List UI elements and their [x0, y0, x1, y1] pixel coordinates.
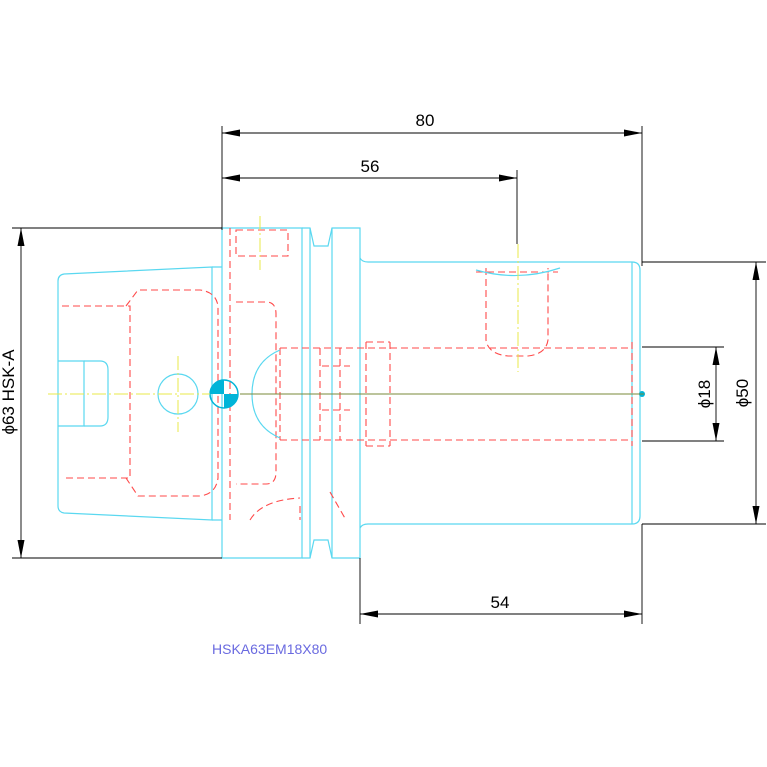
dim-neck-length: 56 [361, 157, 380, 176]
datum-symbol [209, 379, 239, 409]
dimension-lines [12, 126, 766, 624]
dim-bore-diameter: ϕ18 [695, 380, 714, 408]
centerlines [48, 216, 644, 432]
body-outline [221, 227, 641, 559]
dim-flange-diameter: ϕ63 HSK-A [0, 349, 18, 435]
taper-shank-outline [57, 266, 222, 521]
part-label: HSKA63EM18X80 [212, 641, 327, 657]
dim-body-diameter: ϕ50 [733, 379, 752, 407]
dim-overall-length: 80 [416, 111, 435, 130]
dim-body-length: 54 [491, 593, 510, 612]
